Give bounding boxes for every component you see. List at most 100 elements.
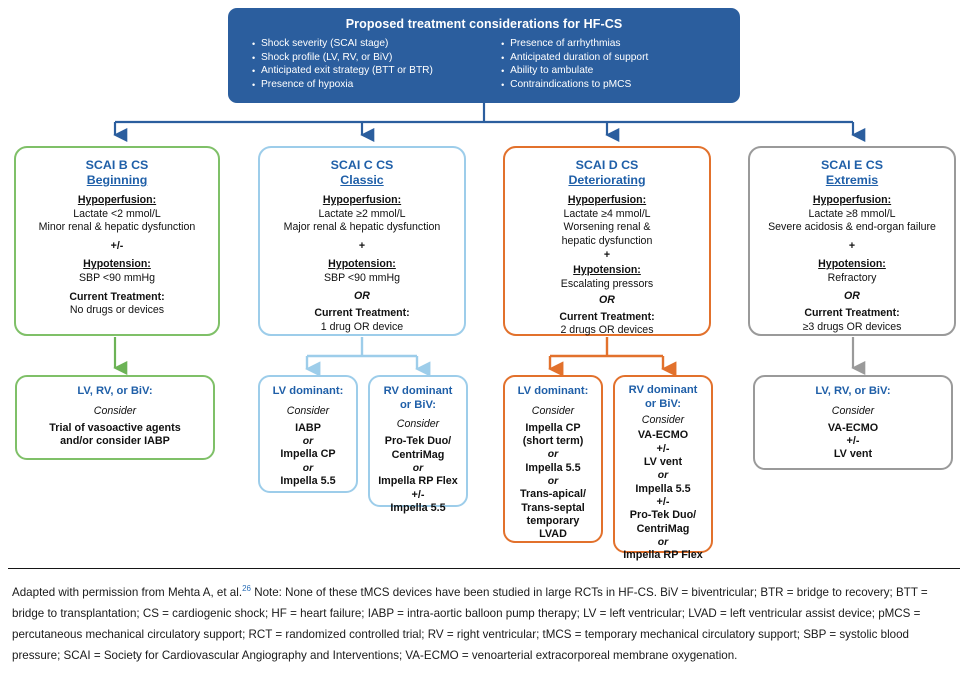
- hypoperfusion-label: Hypoperfusion:: [812, 194, 892, 206]
- treatment-connector-or: or: [412, 463, 424, 474]
- treatment-option: Pro-Tek Duo/: [384, 435, 452, 448]
- treatment-line: 1 drug OR device: [320, 320, 404, 333]
- stage-subtitle: Classic: [340, 173, 384, 187]
- consider-label: Consider: [641, 414, 685, 427]
- list-item: • Anticipated exit strategy (BTT or BTR): [252, 65, 473, 78]
- hypoperfusion-line: Lactate ≥2 mmol/L: [318, 207, 406, 220]
- treatment-option: CentriMag: [636, 522, 690, 535]
- treatment-title-line2: or BiV:: [399, 398, 437, 411]
- header-banner: Proposed treatment considerations for HF…: [228, 8, 740, 103]
- hypoperfusion-line: Major renal & hepatic dysfunction: [283, 221, 441, 234]
- list-item: • Shock severity (SCAI stage): [252, 38, 473, 51]
- bullet-icon: •: [252, 79, 256, 90]
- footnote-divider: [8, 568, 960, 569]
- list-item: • Presence of arrhythmias: [501, 38, 722, 51]
- treatment-connector-or: or: [547, 449, 559, 461]
- operator-or: OR: [354, 289, 370, 302]
- treatment-title: LV dominant:: [272, 385, 344, 397]
- treatment-box-c-lv: LV dominant: Consider IABP or Impella CP…: [258, 375, 358, 493]
- treatment-line: ≥3 drugs OR devices: [802, 320, 902, 333]
- stage-subtitle: Extremis: [825, 173, 879, 187]
- bullet-icon: •: [252, 66, 256, 77]
- stage-box-scai-c: SCAI C CS Classic Hypoperfusion: Lactate…: [258, 146, 466, 336]
- treatment-line: No drugs or devices: [69, 304, 165, 317]
- bullet-icon: •: [501, 79, 505, 90]
- treatment-option: +/-: [656, 496, 670, 509]
- hypoperfusion-line: Lactate <2 mmol/L: [73, 207, 161, 220]
- hypoperfusion-line: Minor renal & hepatic dysfunction: [38, 221, 196, 234]
- header-to-stages-connector: [113, 103, 866, 143]
- treatment-option: (short term): [522, 435, 584, 447]
- footnote-prefix: Adapted with permission from Mehta A, et…: [12, 585, 243, 599]
- bullet-icon: •: [252, 39, 256, 49]
- treatment-connector-or: or: [657, 470, 669, 482]
- treatment-label: Current Treatment:: [314, 307, 410, 320]
- hypotension-line: SBP <90 mmHg: [78, 271, 156, 284]
- hypoperfusion-line: Severe acidosis & end-organ failure: [768, 221, 936, 234]
- hypotension-label: Hypotension:: [328, 258, 396, 271]
- treatment-label: Current Treatment:: [559, 310, 655, 323]
- treatment-option: VA-ECMO: [637, 429, 689, 442]
- footnote-reference-number: 26: [242, 584, 251, 593]
- header-bullets-right: • Presence of arrhythmias • Anticipated …: [501, 38, 722, 92]
- page-title: Proposed treatment considerations for HF…: [345, 17, 623, 31]
- hypotension-label: Hypotension:: [818, 258, 886, 271]
- bullet-icon: •: [501, 39, 505, 49]
- treatment-connector-or: or: [657, 537, 669, 549]
- consider-label: Consider: [396, 418, 440, 431]
- bullet-icon: •: [501, 66, 505, 77]
- treatment-line: 2 drugs OR devices: [560, 324, 654, 337]
- treatment-option: Impella CP: [525, 421, 581, 434]
- hypotension-line: SBP <90 mmHg: [323, 271, 401, 284]
- treatment-title-line2: or BiV:: [644, 397, 682, 410]
- list-item: • Anticipated duration of support: [501, 52, 722, 65]
- list-item: • Shock profile (LV, RV, or BiV): [252, 52, 473, 65]
- bullet-label: Shock profile (LV, RV, or BiV): [261, 51, 393, 63]
- stage-title: SCAI C CS: [330, 158, 394, 172]
- bullet-label: Anticipated duration of support: [510, 51, 649, 63]
- list-item: • Contraindications to pMCS: [501, 79, 722, 92]
- treatment-option: Impella 5.5: [525, 461, 581, 474]
- treatment-box-d-rv: RV dominant or BiV: Consider VA-ECMO +/-…: [613, 375, 713, 561]
- hypotension-label: Hypotension:: [83, 258, 151, 271]
- treatment-option: Impella 5.5: [390, 502, 446, 515]
- hypoperfusion-label: Hypoperfusion:: [77, 194, 157, 206]
- operator-symbol: +/-: [110, 239, 124, 252]
- stage-box-scai-d: SCAI D CS Deteriorating Hypoperfusion: L…: [503, 146, 711, 336]
- treatment-option: Trans-apical/: [519, 488, 586, 501]
- treatment-option: and/or consider IABP: [60, 435, 170, 447]
- stage-box-scai-b: SCAI B CS Beginning Hypoperfusion: Lacta…: [14, 146, 220, 336]
- hypoperfusion-label: Hypoperfusion:: [322, 194, 402, 206]
- treatment-option: CentriMag: [391, 448, 445, 461]
- bullet-label: Anticipated exit strategy (BTT or BTR): [261, 65, 433, 77]
- treatment-option: LV vent: [833, 448, 873, 461]
- consider-label: Consider: [93, 404, 137, 417]
- treatment-option: +/-: [411, 488, 425, 501]
- header-bullet-columns: • Shock severity (SCAI stage) • Shock pr…: [242, 38, 726, 92]
- bullet-label: Presence of hypoxia: [261, 78, 354, 90]
- hypoperfusion-line: hepatic dysfunction: [561, 234, 653, 247]
- treatment-box-b-all: LV, RV, or BiV: Consider Trial of vasoac…: [15, 375, 215, 460]
- stage-d-split-connector: [548, 337, 677, 377]
- stage-subtitle: Deteriorating: [568, 173, 646, 187]
- header-bullets-left: • Shock severity (SCAI stage) • Shock pr…: [252, 38, 473, 92]
- consider-label: Consider: [531, 404, 575, 417]
- treatment-connector-or: or: [302, 462, 314, 474]
- hypotension-label: Hypotension:: [573, 263, 641, 276]
- bullet-label: Ability to ambulate: [510, 65, 594, 77]
- consider-label: Consider: [286, 404, 330, 417]
- treatment-label: Current Treatment:: [69, 290, 165, 303]
- treatment-title: RV dominant: [383, 385, 453, 397]
- treatment-option: Trans-septal: [521, 501, 585, 514]
- list-item: • Presence of hypoxia: [252, 79, 473, 92]
- hypotension-line: Escalating pressors: [560, 277, 654, 290]
- hypotension-line: Refractory: [827, 271, 877, 284]
- operator-symbol: +: [848, 239, 856, 252]
- treatment-option: temporary: [526, 515, 580, 528]
- hypoperfusion-line: Lactate ≥4 mmol/L: [563, 207, 651, 220]
- treatment-option: Impella 5.5: [280, 474, 336, 487]
- treatment-title: LV, RV, or BiV:: [815, 385, 891, 397]
- treatment-option: Impella RP Flex: [623, 549, 703, 562]
- footnote-text: Adapted with permission from Mehta A, et…: [12, 578, 956, 666]
- operator-or: OR: [599, 294, 615, 307]
